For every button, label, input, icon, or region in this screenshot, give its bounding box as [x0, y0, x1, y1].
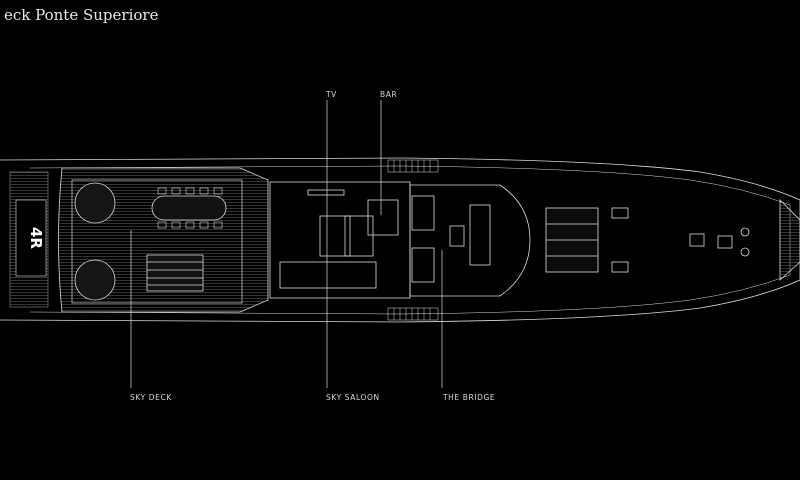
page-title: eck Ponte Superiore [4, 6, 159, 24]
brand-logo: 4R [15, 199, 47, 277]
sky-saloon-area [269, 181, 411, 299]
label-sky-saloon: SKY SALOON [326, 393, 380, 402]
bar-counter [367, 199, 399, 236]
jacuzzi-top [74, 182, 116, 224]
jacuzzi-bottom [74, 259, 116, 301]
hull-outline [0, 157, 800, 323]
bow-tip [779, 199, 800, 281]
label-the-bridge: THE BRIDGE [443, 393, 496, 402]
label-bar: BAR [380, 90, 398, 99]
dining-table [151, 195, 227, 221]
logo-text: 4R [27, 227, 45, 249]
label-tv: TV [326, 90, 337, 99]
label-sky-deck: SKY DECK [130, 393, 172, 402]
bridge-area [409, 184, 531, 297]
sunbed [146, 254, 204, 292]
